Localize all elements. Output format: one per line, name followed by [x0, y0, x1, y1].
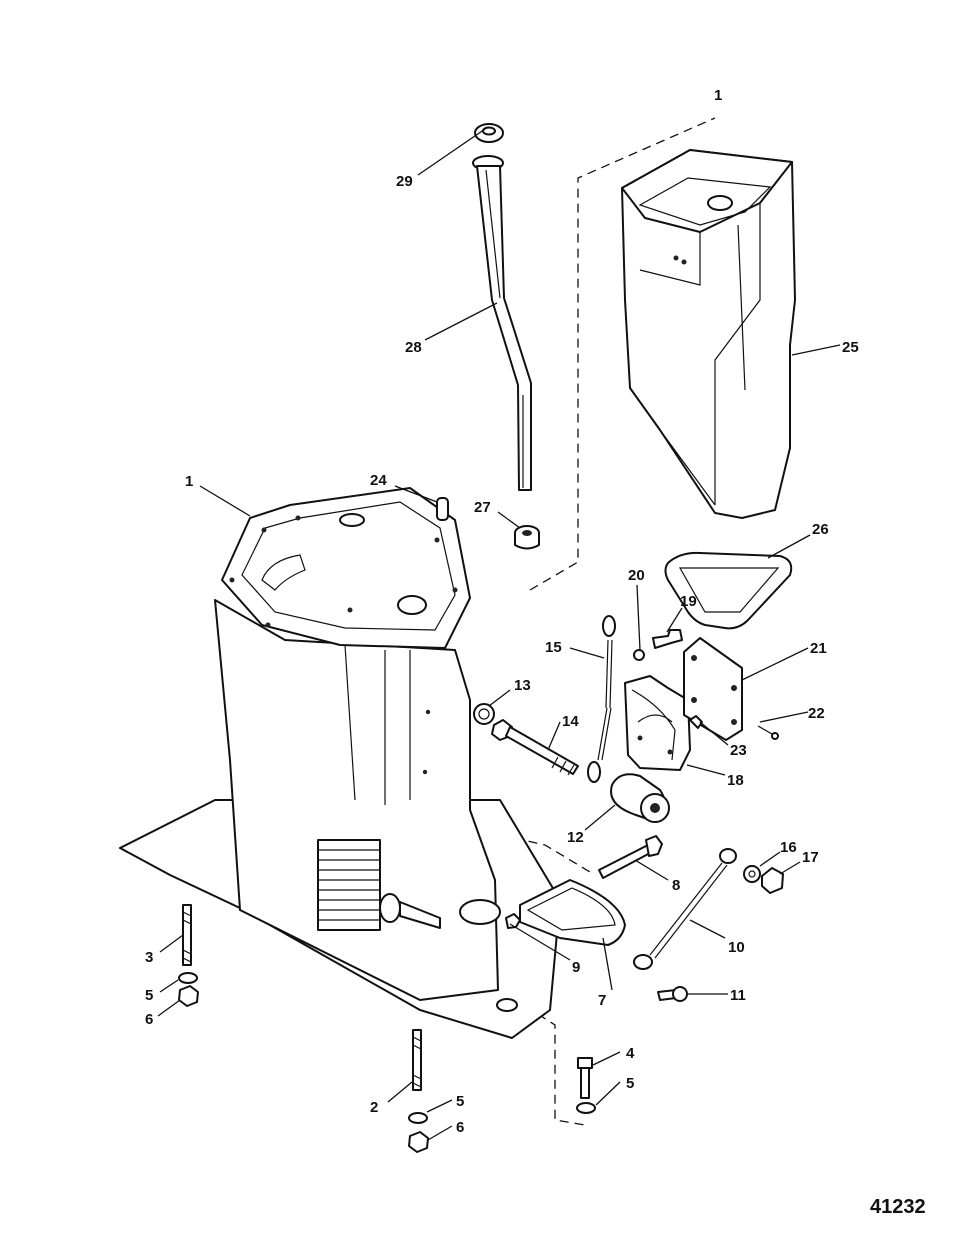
callout-20: 20 — [628, 567, 645, 584]
part-15-ground-strap — [587, 615, 616, 783]
part-11-screw — [657, 986, 688, 1002]
callout-16: 16 — [780, 839, 797, 856]
callout-2: 2 — [370, 1099, 378, 1116]
part-20-washer — [633, 649, 645, 661]
callout-15: 15 — [545, 639, 562, 656]
callout-29: 29 — [396, 173, 413, 190]
callout-19: 19 — [680, 593, 697, 610]
part-24-dowel-pin — [436, 497, 449, 521]
part-23-screw — [689, 715, 703, 729]
part-1-driveshaft-housing — [119, 487, 561, 1039]
leader-lines — [157, 126, 841, 1141]
callout-5-left: 5 — [145, 987, 153, 1004]
part-5-washer-b — [408, 1112, 428, 1124]
part-26-seal — [664, 551, 793, 630]
callout-22: 22 — [808, 705, 825, 722]
callout-25: 25 — [842, 339, 859, 356]
part-29-grommet — [474, 123, 504, 143]
part-18-mount-bracket — [624, 675, 691, 771]
part-2-stud — [412, 1029, 422, 1091]
callout-4: 4 — [626, 1045, 635, 1062]
callout-23: 23 — [730, 742, 747, 759]
callout-14: 14 — [562, 713, 579, 730]
part-3-stud — [182, 904, 192, 966]
part-6-nut-b — [408, 1131, 429, 1153]
callout-12: 12 — [567, 829, 584, 846]
callout-8: 8 — [672, 877, 680, 894]
part-22-screw — [757, 725, 779, 740]
part-28-water-tube — [472, 155, 532, 491]
part-12-rubber-mount — [610, 773, 670, 823]
part-17-nut — [761, 867, 784, 894]
part-25-exhaust-housing — [621, 149, 796, 519]
part-19-screw — [652, 629, 683, 649]
part-10-ground-strap — [633, 848, 737, 970]
callout-27: 27 — [474, 499, 491, 516]
callout-5-right: 5 — [626, 1075, 634, 1092]
callout-6-left: 6 — [145, 1011, 153, 1028]
callout-1-top: 1 — [714, 87, 722, 104]
callout-labels: 29 28 1 25 24 1 27 26 20 19 15 21 13 14 … — [145, 87, 859, 1136]
callout-18: 18 — [727, 772, 744, 789]
part-7-strap — [519, 879, 626, 946]
part-14-bolt — [491, 719, 579, 776]
callout-11: 11 — [730, 987, 746, 1004]
callout-5-mid: 5 — [456, 1093, 464, 1110]
callout-6-mid: 6 — [456, 1119, 464, 1136]
part-27-grommet — [514, 525, 540, 550]
callout-24: 24 — [370, 472, 387, 489]
callout-13: 13 — [514, 677, 531, 694]
callout-26: 26 — [812, 521, 829, 538]
callout-28: 28 — [405, 339, 422, 356]
callout-21: 21 — [810, 640, 827, 657]
part-6-nut-a — [178, 985, 199, 1007]
callout-7: 7 — [598, 992, 606, 1009]
part-13-bushing — [473, 703, 495, 725]
part-8-bolt — [598, 835, 663, 879]
part-16-washer — [743, 865, 761, 883]
part-4-bolt — [577, 1057, 593, 1099]
callout-1: 1 — [185, 473, 193, 490]
figure-number: 41232 — [870, 1196, 926, 1218]
part-21-cover-plate — [683, 637, 743, 741]
callout-9: 9 — [572, 959, 580, 976]
callout-17: 17 — [802, 849, 819, 866]
callout-3: 3 — [145, 949, 153, 966]
part-5-washer-c — [576, 1102, 596, 1114]
part-5-washer-a — [178, 972, 198, 984]
callout-10: 10 — [728, 939, 745, 956]
part-9-nut — [505, 913, 521, 929]
